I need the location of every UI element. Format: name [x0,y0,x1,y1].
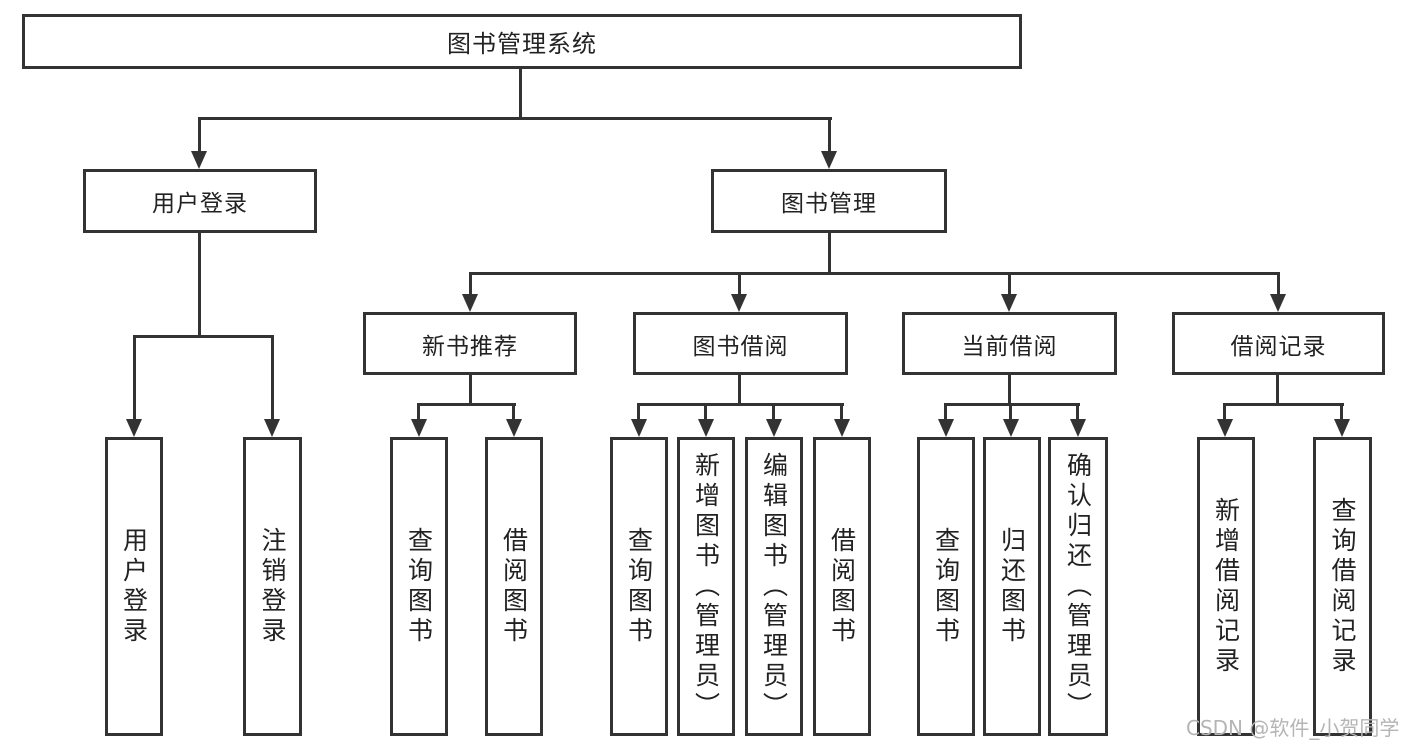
connector-cb-stub-1 [944,403,947,419]
node-cb-return-books: 归还图书 [983,437,1041,736]
connector-br-hline [1223,403,1344,406]
node-br-query-record: 查询借阅记录 [1313,437,1372,736]
arrow-down-icon [191,151,207,169]
connector-bb-vline [738,375,741,406]
connector-bb-stub-2 [704,403,707,419]
arrow-down-icon [1070,419,1086,437]
arrow-down-icon [1217,419,1233,437]
connector-new-book-stub [469,272,472,294]
node-bb-borrow-books: 借阅图书 [813,437,871,736]
connector-br-vline [1276,375,1279,406]
node-cb-query-books: 查询图书 [917,437,975,736]
node-bb-query-books: 查询图书 [610,437,668,736]
connector-cb-hline [944,403,1080,406]
connector-book-mgmt-hline [469,272,1280,275]
arrow-down-icon [126,419,142,437]
arrow-down-icon [698,419,714,437]
connector-nbr-borrow-stub [512,403,515,419]
node-nbr-borrow-books: 借阅图书 [485,437,543,736]
node-new-book-recommend: 新书推荐 [363,312,577,375]
node-book-borrowing: 图书借阅 [633,312,848,375]
arrow-down-icon [1334,419,1350,437]
node-nbr-query-books: 查询图书 [390,437,448,736]
connector-br-stub-1 [1223,403,1226,419]
connector-borrow-records-stub [1277,272,1280,294]
connector-nbr-vline [469,375,472,406]
arrow-down-icon [1001,294,1017,312]
connector-user-login-stub [198,117,201,151]
node-br-add-record: 新增借阅记录 [1197,437,1255,736]
connector-nbr-hline [417,403,516,406]
arrow-down-icon [411,419,427,437]
connector-current-borrow-stub [1008,272,1011,294]
connector-root-vline [519,69,522,120]
connector-cb-stub-2 [1009,403,1012,419]
connector-cb-stub-3 [1076,403,1079,419]
node-user-login: 用户登录 [83,169,317,233]
connector-book-mgmt-vline [828,233,831,275]
arrow-down-icon [631,419,647,437]
arrow-down-icon [834,419,850,437]
connector-user-login-vline [198,233,201,338]
node-borrowing-records: 借阅记录 [1172,312,1385,375]
connector-logout-stub [271,335,274,419]
connector-nbr-query-stub [417,403,420,419]
connector-login-stub [133,335,136,419]
arrow-down-icon [1270,294,1286,312]
connector-bb-stub-4 [840,403,843,419]
arrow-down-icon [1003,419,1019,437]
node-logout: 注销登录 [243,437,302,736]
connector-user-login-hline [133,335,274,338]
arrow-down-icon [506,419,522,437]
arrow-down-icon [731,294,747,312]
arrow-down-icon [938,419,954,437]
connector-book-borrow-stub [738,272,741,294]
connector-bb-hline [637,403,844,406]
node-bb-edit-books-admin: 编辑图书（管理员） [745,437,803,736]
arrow-down-icon [766,419,782,437]
csdn-watermark: CSDN @软件_小贺同学 [1186,716,1400,740]
arrow-down-icon [821,151,837,169]
connector-root-hline [198,117,832,120]
connector-br-stub-2 [1340,403,1343,419]
arrow-down-icon [264,419,280,437]
node-user-login-action: 用户登录 [105,437,163,736]
node-cb-confirm-return-admin: 确认归还（管理员） [1048,437,1108,736]
node-library-system: 图书管理系统 [22,14,1022,69]
arrow-down-icon [462,294,478,312]
connector-bb-stub-1 [637,403,640,419]
node-bb-add-books-admin: 新增图书（管理员） [677,437,735,736]
node-current-borrowing: 当前借阅 [902,312,1117,375]
connector-cb-vline [1008,375,1011,406]
node-book-management: 图书管理 [711,169,947,233]
connector-book-mgmt-stub [828,117,831,151]
connector-bb-stub-3 [772,403,775,419]
